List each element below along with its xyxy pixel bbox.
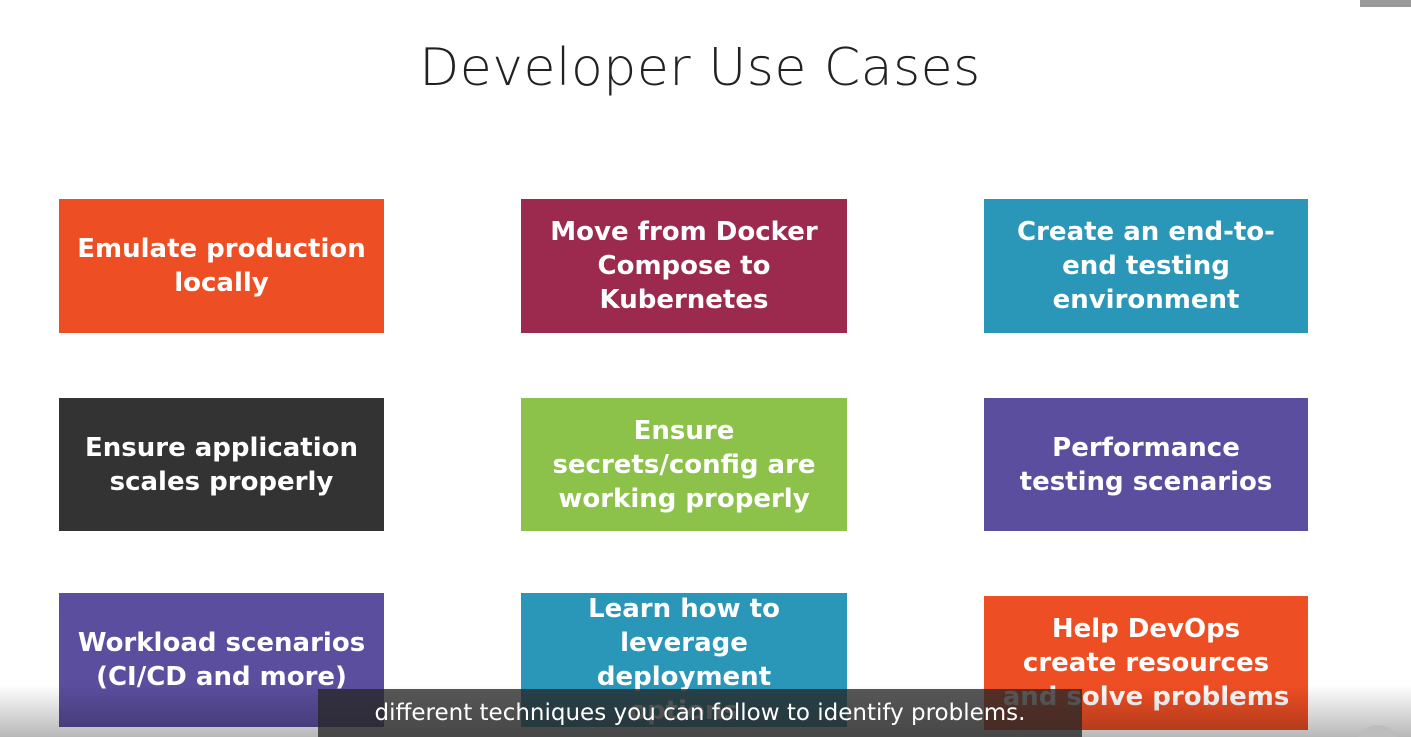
use-case-card-emulate-production: Emulate production locally — [59, 199, 384, 333]
use-case-card-performance-testing: Performance testing scenarios — [984, 398, 1308, 531]
use-case-card-workload: Workload scenarios (CI/CD and more) — [59, 593, 384, 727]
player-top-right-control[interactable] — [1360, 0, 1411, 7]
use-case-card-scaling: Ensure application scales properly — [59, 398, 384, 531]
use-case-card-secrets-config: Ensure secrets/config are working proper… — [521, 398, 847, 531]
player-corner-button[interactable] — [1356, 725, 1400, 737]
slide-title: Developer Use Cases — [419, 38, 981, 98]
use-case-card-docker-compose: Move from Docker Compose to Kubernetes — [521, 199, 847, 333]
video-caption: different techniques you can follow to i… — [318, 689, 1082, 737]
use-case-card-testing-environment: Create an end-to-end testing environment — [984, 199, 1308, 333]
